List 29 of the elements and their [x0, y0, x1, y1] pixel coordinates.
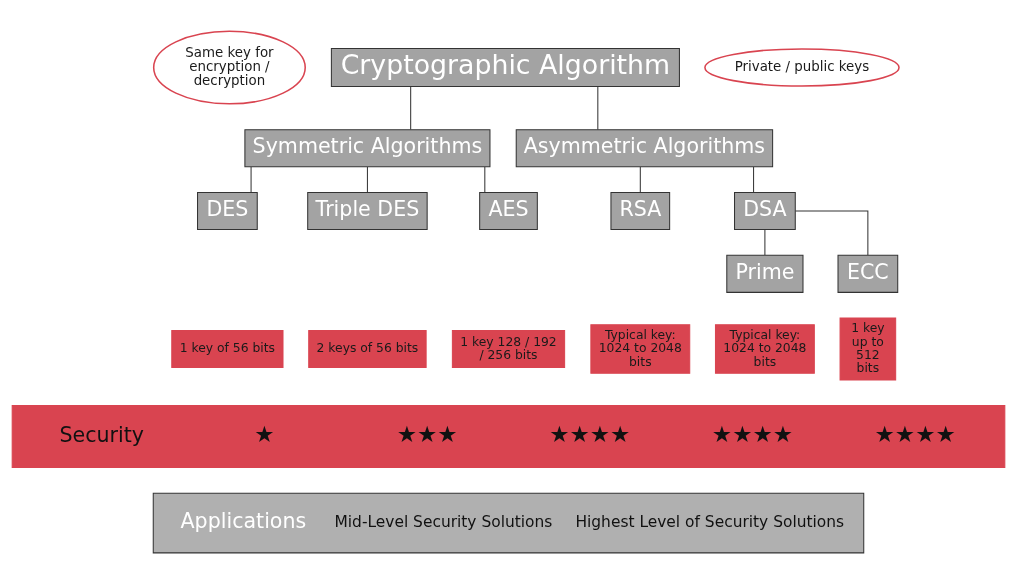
node-box: Typical key: 1024 to 2048 bits	[714, 323, 815, 374]
node-box: DES	[197, 191, 258, 230]
node-box: Triple DES	[307, 191, 428, 230]
node-ellipse: Same key for encryption / decryption	[152, 30, 306, 105]
connector	[366, 166, 368, 193]
node-box: 1 key of 56 bits	[171, 329, 284, 368]
connector	[484, 166, 486, 193]
node-box: Prime	[726, 254, 804, 293]
node-box: Security ★ ★★★ ★★★★ ★★★★ ★★★★	[11, 404, 1006, 468]
connector	[597, 85, 599, 130]
node-box: RSA	[610, 191, 671, 230]
node-box: Symmetric Algorithms	[244, 128, 491, 167]
node-box: Applications Mid-Level Security Solutions Highest Level of Security Solutions	[152, 492, 865, 553]
connector	[410, 85, 412, 130]
node-box: 2 keys of 56 bits	[308, 329, 427, 368]
node-box: AES	[479, 191, 538, 230]
node-ellipse: Private / public keys	[704, 47, 900, 87]
node-box: Cryptographic Algorithm	[330, 47, 680, 87]
connector	[795, 210, 869, 255]
node-box: 1 key up to 512 bits	[839, 317, 897, 380]
node-box: 1 key 128 / 192 / 256 bits	[451, 329, 566, 368]
connector	[753, 166, 755, 193]
node-box: Asymmetric Algorithms	[515, 128, 774, 167]
node-box: ECC	[837, 254, 899, 293]
connector	[764, 228, 766, 255]
node-box: Typical key: 1024 to 2048 bits	[590, 323, 691, 374]
connector	[639, 166, 641, 193]
connector	[250, 166, 252, 193]
node-box: DSA	[734, 191, 796, 230]
